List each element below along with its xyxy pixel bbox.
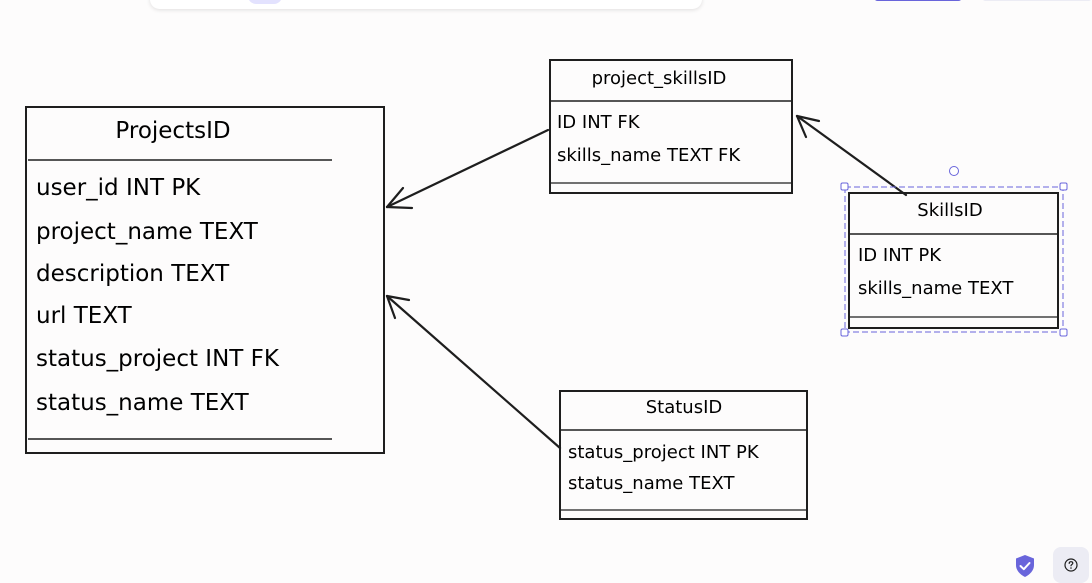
resize-handle-bottom-right[interactable] bbox=[1059, 328, 1068, 337]
share-button[interactable] bbox=[874, 0, 962, 1]
table-project-skills-field-skills-name: skills_name TEXT FK bbox=[557, 145, 741, 166]
table-skills-title: SkillsID bbox=[917, 200, 982, 221]
table-status[interactable]: StatusID status_project INT PK status_na… bbox=[559, 390, 808, 520]
rotation-handle[interactable] bbox=[949, 166, 959, 176]
table-project-skills[interactable]: project_skillsID ID INT FK skills_name T… bbox=[549, 59, 793, 194]
relation-arrow-status-to-projects[interactable] bbox=[385, 294, 562, 450]
resize-handle-bottom-left[interactable] bbox=[840, 328, 849, 337]
table-status-title: StatusID bbox=[646, 397, 723, 418]
table-projects-field-status-name: status_name TEXT bbox=[36, 390, 250, 416]
table-skills-field-id: ID INT PK bbox=[858, 245, 942, 266]
resize-handle-top-left[interactable] bbox=[840, 182, 849, 191]
table-project-skills-field-id: ID INT FK bbox=[557, 112, 641, 133]
library-button[interactable] bbox=[982, 0, 1092, 1]
relation-arrow-project-skills-to-projects[interactable] bbox=[385, 128, 550, 210]
table-projects[interactable]: ProjectsID user_id INT PK project_name T… bbox=[25, 106, 385, 454]
selection-box[interactable] bbox=[840, 166, 1068, 337]
table-projects-field-description: description TEXT bbox=[36, 261, 230, 287]
table-status-field-status-project: status_project INT PK bbox=[568, 442, 760, 463]
relation-arrow-skills-to-project-skills[interactable] bbox=[795, 114, 908, 197]
table-projects-title: ProjectsID bbox=[115, 118, 230, 144]
table-skills[interactable]: SkillsID ID INT PK skills_name TEXT bbox=[848, 192, 1059, 329]
shield-check-icon[interactable] bbox=[1012, 553, 1038, 579]
main-toolbar bbox=[150, 0, 702, 9]
resize-handle-top-right[interactable] bbox=[1059, 182, 1068, 191]
question-circle-icon bbox=[1064, 558, 1078, 572]
table-status-field-status-name: status_name TEXT bbox=[568, 473, 735, 494]
table-skills-field-skills-name: skills_name TEXT bbox=[858, 278, 1014, 299]
table-project-skills-title: project_skillsID bbox=[592, 68, 727, 89]
table-projects-field-user-id: user_id INT PK bbox=[36, 175, 201, 201]
table-projects-field-project-name: project_name TEXT bbox=[36, 219, 259, 245]
table-projects-field-status-project: status_project INT FK bbox=[36, 346, 280, 372]
help-button[interactable] bbox=[1053, 547, 1089, 583]
active-tool-button[interactable] bbox=[248, 0, 282, 4]
table-projects-field-url: url TEXT bbox=[36, 303, 133, 329]
